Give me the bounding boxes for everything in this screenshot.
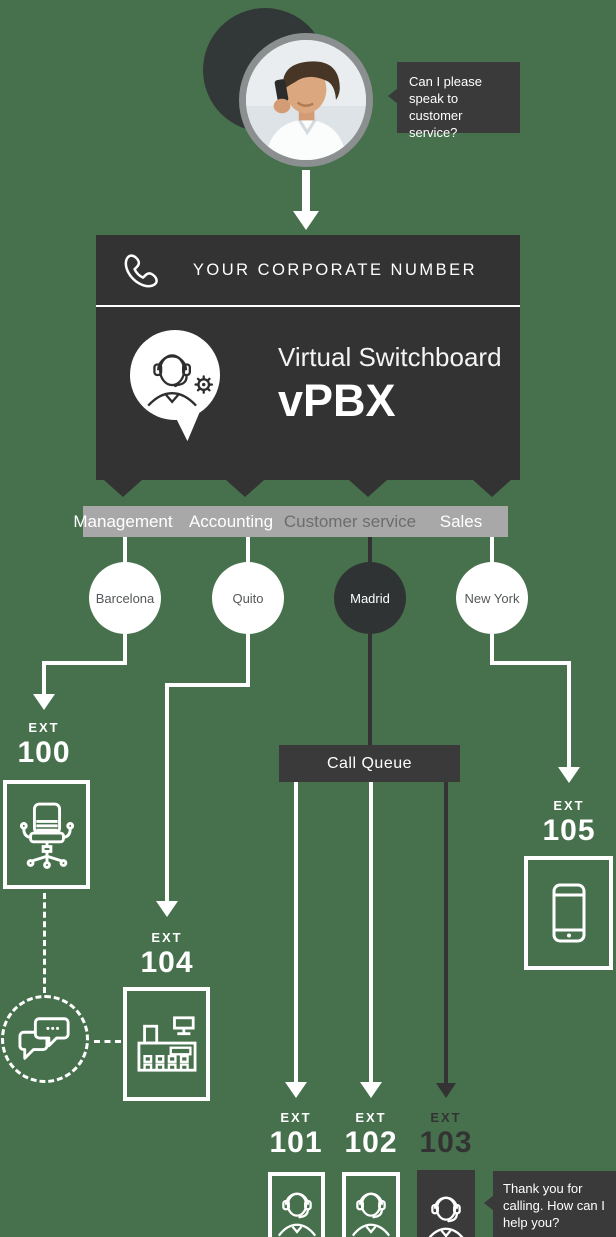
connector-line — [42, 661, 127, 665]
caller-speech-bubble: Can I please speak to customer service? — [388, 62, 520, 140]
speech-tail — [484, 1195, 494, 1211]
connector-line — [165, 683, 169, 903]
department-label-customer-service: Customer service — [283, 511, 417, 531]
vpbx-product-name: Virtual Switchboard — [278, 342, 502, 372]
connector-line — [165, 683, 250, 687]
caller-speech-text: Can I please speak to customer service? — [409, 74, 482, 140]
connector-line — [369, 782, 373, 1084]
connector-line — [567, 661, 571, 769]
ext-103-box — [417, 1170, 475, 1237]
department-label-accounting: Accounting — [188, 511, 274, 531]
ext-100-label: EXT 100 — [17, 720, 71, 769]
location-circle-quito: Quito — [212, 562, 284, 634]
corporate-number-header: YOUR CORPORATE NUMBER — [96, 235, 520, 307]
department-label-sales: Sales — [439, 511, 483, 531]
connector-line — [246, 634, 250, 687]
pbx-pointer-management — [104, 480, 142, 497]
departments-bar: Management Accounting Customer service S… — [73, 506, 508, 537]
ext-101-label: EXT 101 — [269, 1110, 323, 1159]
ext-105-label: EXT 105 — [542, 798, 596, 847]
connector-line — [490, 634, 494, 665]
corporate-number-box: YOUR CORPORATE NUMBER — [96, 235, 520, 480]
caller-to-pbx-line — [302, 170, 310, 212]
ext-101-box — [268, 1172, 325, 1237]
agent-speech-bubble: Thank you for calling. How can I help yo… — [484, 1171, 616, 1237]
cash-register-icon — [137, 1016, 196, 1072]
arrow-down-icon — [285, 1082, 307, 1098]
connector-line — [123, 634, 127, 665]
office-chair-icon — [19, 802, 74, 869]
arrow-down-icon — [33, 694, 55, 710]
arrow-down-icon — [293, 211, 319, 230]
pbx-pointer-sales — [473, 480, 511, 497]
department-label-management: Management — [73, 511, 173, 531]
connector-line — [490, 537, 494, 563]
agent-speech-text: Thank you for calling. How can I help yo… — [503, 1181, 605, 1230]
ext-105-box — [524, 856, 613, 970]
caller-photo — [239, 33, 373, 167]
arrow-down-icon — [436, 1083, 456, 1098]
call-queue-box: Call Queue — [279, 745, 460, 782]
chat-bubbles-icon — [18, 1017, 70, 1060]
call-agent-icon — [428, 1196, 464, 1237]
speech-tail — [388, 88, 398, 104]
vpbx-product-short: vPBX — [278, 375, 396, 426]
man-on-phone-photo — [246, 40, 366, 160]
connector-line — [368, 537, 372, 563]
dashed-connector — [43, 893, 46, 993]
call-agent-icon — [277, 1192, 316, 1237]
operator-headset-icon — [129, 330, 221, 442]
phone-icon — [124, 254, 158, 288]
call-agent-icon — [351, 1192, 391, 1237]
location-circle-barcelona: Barcelona — [89, 562, 161, 634]
ext-100-box — [3, 780, 90, 889]
ext-102-box — [342, 1172, 400, 1237]
connector-line — [246, 537, 250, 563]
ext-104-label: EXT 104 — [140, 930, 194, 979]
pbx-pointer-accounting — [226, 480, 264, 497]
connector-line — [490, 661, 571, 665]
dashed-circle — [1, 995, 89, 1083]
location-circle-madrid: Madrid — [334, 562, 406, 634]
ext-103-label: EXT 103 — [419, 1110, 473, 1159]
connector-line — [123, 537, 127, 563]
arrow-down-icon — [558, 767, 580, 783]
connector-line — [42, 661, 46, 696]
arrow-down-icon — [156, 901, 178, 917]
ext-104-box — [123, 987, 210, 1101]
pbx-pointer-customer-service — [349, 480, 387, 497]
corporate-number-title: YOUR CORPORATE NUMBER — [192, 260, 478, 279]
location-circle-new-york: New York — [456, 562, 528, 634]
connector-line — [368, 634, 372, 745]
ext-102-label: EXT 102 — [344, 1110, 398, 1159]
dashed-connector — [94, 1040, 121, 1043]
arrow-down-icon — [360, 1082, 382, 1098]
smartphone-icon — [552, 883, 585, 943]
connector-line — [294, 782, 298, 1084]
connector-line — [444, 782, 448, 1084]
